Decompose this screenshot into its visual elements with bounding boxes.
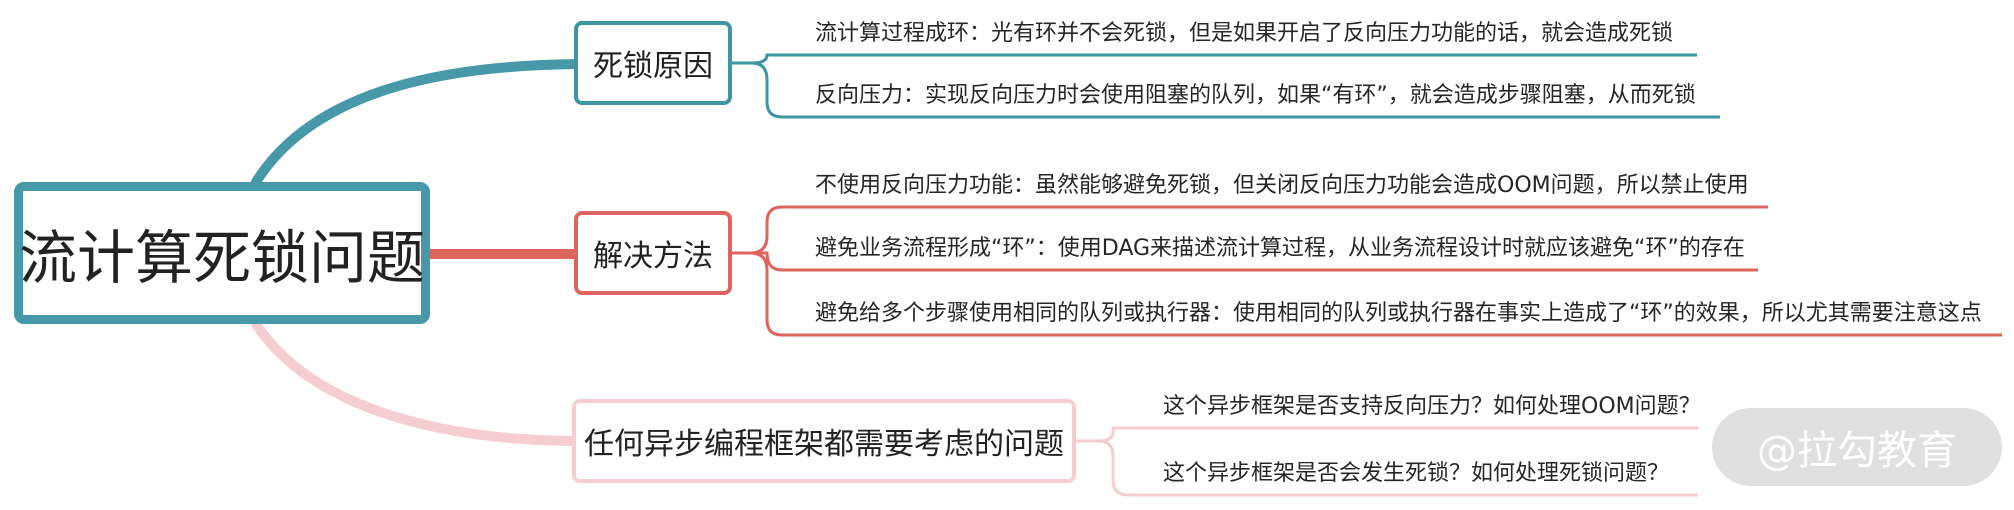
connector-root-to-branch-3 <box>251 319 577 446</box>
branch-node-deadlock-causes: 死锁原因 <box>574 21 732 105</box>
root-label: 流计算死锁问题 <box>19 224 426 292</box>
branch-label: 解决方法 <box>593 239 713 274</box>
leaf-text: 避免业务流程形成“环”：使用DAG来描述流计算过程，从业务流程设计时就应该避免“… <box>815 236 1745 261</box>
connector-root-to-branch-1 <box>251 59 579 187</box>
leaf-text: 这个异步框架是否支持反向压力？如何处理OOM问题？ <box>1163 394 1701 419</box>
connector-branch-3-leaf-2 <box>1076 439 1698 497</box>
watermark-badge: @拉勾教育 <box>1712 408 2002 486</box>
connector-branch-2-leaf-3 <box>732 251 2002 337</box>
connector-branch-1-leaf-1 <box>732 53 1697 65</box>
branch-label: 死锁原因 <box>593 49 713 84</box>
leaf-text: 这个异步框架是否会发生死锁？如何处理死锁问题？ <box>1163 461 1670 486</box>
connector-branch-3-leaf-1 <box>1076 426 1698 443</box>
leaf-text: 反向压力：实现反向压力时会使用阻塞的队列，如果“有环”，就会造成步骤阻塞，从而死… <box>815 83 1696 108</box>
leaf-text: 不使用反向压力功能：虽然能够避免死锁，但关闭反向压力功能会造成OOM问题，所以禁… <box>815 173 1749 198</box>
watermark-text: @拉勾教育 <box>1757 428 1957 474</box>
connector-branch-2-leaf-2 <box>732 251 1758 272</box>
branch-node-async-framework-questions: 任何异步编程框架都需要考虑的问题 <box>572 399 1076 483</box>
root-node: 流计算死锁问题 <box>14 182 430 324</box>
connector-branch-1-leaf-2 <box>732 61 1720 119</box>
leaf-text: 避免给多个步骤使用相同的队列或执行器：使用相同的队列或执行器在事实上造成了“环”… <box>815 301 1982 326</box>
branch-node-solutions: 解决方法 <box>574 211 732 295</box>
branch-label: 任何异步编程框架都需要考虑的问题 <box>584 427 1064 462</box>
leaf-text: 流计算过程成环：光有环并不会死锁，但是如果开启了反向压力功能的话，就会造成死锁 <box>815 21 1674 46</box>
